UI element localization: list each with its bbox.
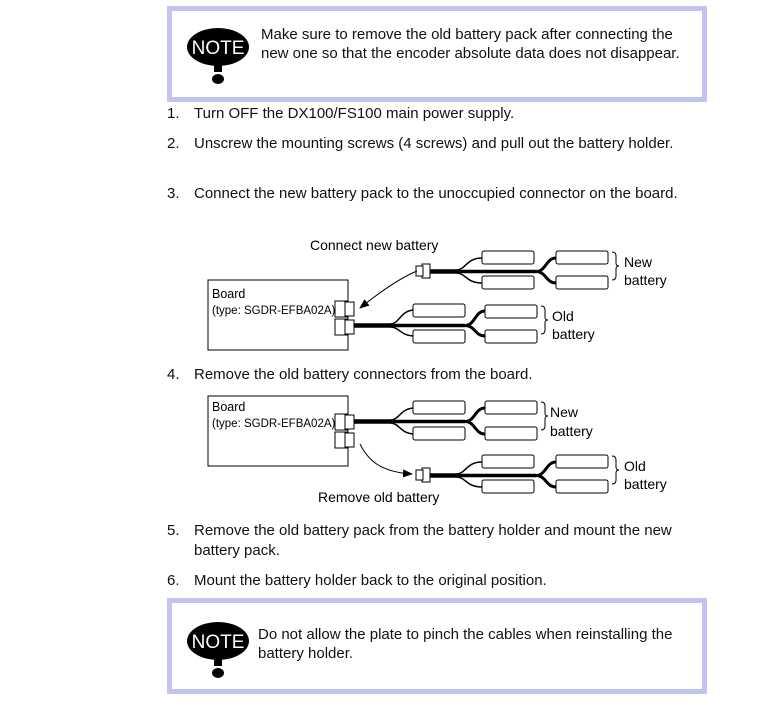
step-number: 4.	[167, 366, 180, 383]
board-outline	[207, 279, 349, 351]
old-battery-brace	[540, 305, 549, 335]
step-number: 1.	[167, 105, 180, 122]
board-connector-top-plug	[344, 301, 355, 317]
board-type-label: (type: SGDR-EFBA02A)	[212, 418, 336, 430]
board-connector-top-plug	[344, 414, 355, 430]
note-icon-label: NOTE	[192, 632, 245, 653]
new-battery-label-line1: New	[550, 404, 579, 420]
board-label: Board	[212, 287, 245, 301]
step-text: Unscrew the mounting screws (4 screws) a…	[194, 135, 674, 152]
old-battery-brace	[611, 455, 620, 485]
new-battery-label-line1: New	[624, 254, 653, 270]
step-text: Remove the old battery connectors from t…	[194, 366, 533, 383]
new-battery-cell	[412, 400, 466, 415]
step-text: Mount the battery holder back to the ori…	[194, 572, 547, 589]
old-battery-cell	[484, 304, 538, 319]
board-type-label: (type: SGDR-EFBA02A)	[212, 305, 336, 317]
step-text: Turn OFF the DX100/FS100 main power supp…	[194, 105, 515, 122]
step-number: 2.	[167, 135, 180, 152]
board-connector-bottom-plug	[344, 319, 355, 335]
step-number: 5.	[167, 522, 180, 539]
old-battery-label-line2: battery	[624, 476, 667, 492]
note-icon: NOTE	[187, 622, 249, 678]
note-box-1: NOTE Make sure to remove the old battery…	[167, 6, 707, 102]
new-battery-cell	[484, 400, 538, 415]
note-box-2: NOTE Do not allow the plate to pinch the…	[167, 598, 707, 694]
diagram-remove-old-battery: Board (type: SGDR-EFBA02A) New battery O…	[207, 395, 667, 505]
old-battery-cable	[354, 309, 486, 338]
new-battery-cell	[412, 426, 466, 441]
new-battery-cell	[481, 250, 535, 265]
old-battery-cell	[481, 479, 535, 494]
new-battery-cable	[354, 406, 486, 436]
step-number: 3.	[167, 185, 180, 202]
old-battery-cell	[481, 454, 535, 469]
old-battery-cable	[430, 460, 557, 489]
step-text: Connect the new battery pack to the unoc…	[194, 185, 678, 202]
diagram-connect-new-battery: Connect new battery Board (type: SGDR-EF…	[207, 237, 667, 351]
connect-arrow	[359, 270, 418, 309]
new-battery-cell	[481, 275, 535, 290]
old-battery-connector-tip	[415, 469, 424, 481]
new-battery-connector-tip	[415, 265, 424, 277]
note-icon: NOTE	[187, 28, 249, 84]
old-battery-label-line2: battery	[552, 326, 595, 342]
note-2-text: Do not allow the plate to pinch the cabl…	[258, 626, 673, 662]
old-battery-label-line1: Old	[552, 308, 574, 324]
new-battery-cell	[555, 275, 609, 290]
new-battery-cell	[484, 426, 538, 441]
remove-old-battery-label: Remove old battery	[318, 489, 439, 505]
old-battery-cell	[555, 479, 609, 494]
new-battery-cell	[555, 250, 609, 265]
remove-arrow	[359, 443, 413, 478]
connect-new-battery-label: Connect new battery	[310, 237, 438, 253]
step-number: 6.	[167, 572, 180, 589]
new-battery-label-line2: battery	[550, 423, 593, 439]
old-battery-cell	[484, 329, 538, 344]
note-icon-label: NOTE	[192, 38, 245, 59]
board-connector-bottom-plug	[344, 432, 355, 448]
board-label: Board	[212, 400, 245, 414]
new-battery-label-line2: battery	[624, 272, 667, 288]
old-battery-cell	[412, 303, 466, 318]
step-text: Remove the old battery pack from the bat…	[194, 522, 672, 559]
old-battery-label-line1: Old	[624, 458, 646, 474]
old-battery-cell	[412, 329, 466, 344]
new-battery-cable	[430, 256, 557, 285]
board-outline	[207, 395, 349, 467]
new-battery-brace	[611, 251, 620, 281]
note-1-text: Make sure to remove the old battery pack…	[261, 26, 680, 62]
old-battery-cell	[555, 454, 609, 469]
new-battery-brace	[540, 401, 549, 431]
